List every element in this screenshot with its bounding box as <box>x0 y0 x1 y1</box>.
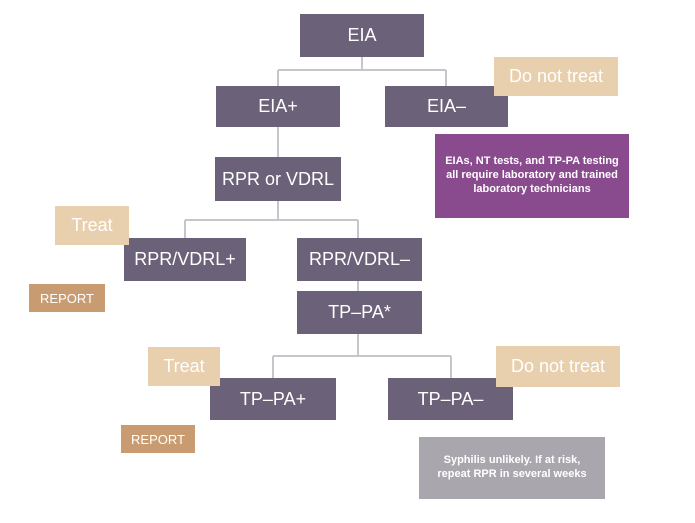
node-rpr-vdrl-positive: RPR/VDRL+ <box>124 238 246 281</box>
node-rpr-vdrl-negative: RPR/VDRL– <box>297 238 422 281</box>
node-tppa: TP–PA* <box>297 291 422 334</box>
node-rpr-or-vdrl: RPR or VDRL <box>215 157 341 201</box>
node-tppa-negative: TP–PA– <box>388 378 513 420</box>
action-report-tppa: REPORT <box>121 425 195 453</box>
action-treat-rpr: Treat <box>55 206 129 245</box>
lab-requirements-note: EIAs, NT tests, and TP-PA testing all re… <box>435 134 629 218</box>
syphilis-unlikely-note: Syphilis unlikely. If at risk, repeat RP… <box>419 437 605 499</box>
node-eia-positive: EIA+ <box>216 86 340 127</box>
action-report-rpr: REPORT <box>29 284 105 312</box>
action-do-not-treat-eia: Do not treat <box>494 57 618 96</box>
node-eia-negative: EIA– <box>385 86 508 127</box>
node-tppa-positive: TP–PA+ <box>210 378 336 420</box>
node-eia: EIA <box>300 14 424 57</box>
action-treat-tppa: Treat <box>148 347 220 386</box>
action-do-not-treat-tppa: Do not treat <box>496 346 620 387</box>
